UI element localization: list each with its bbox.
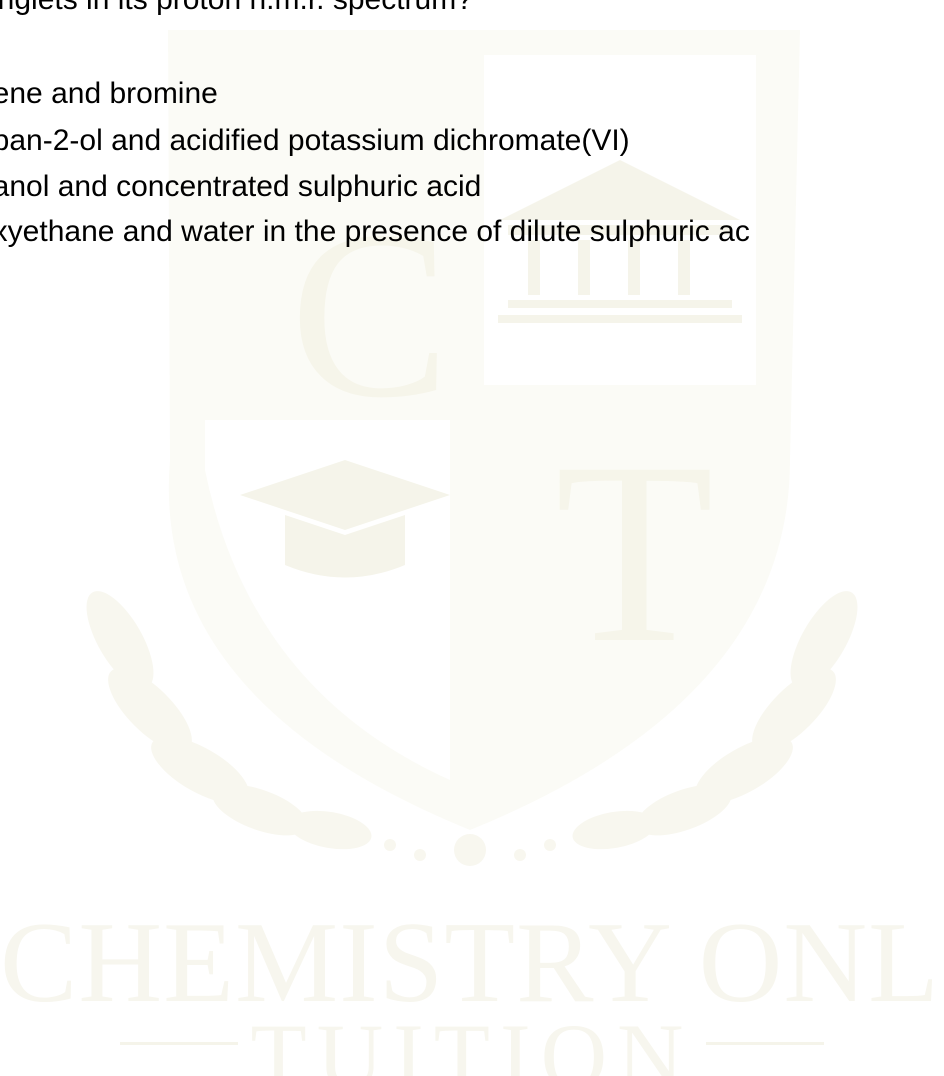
- building-icon: [484, 55, 756, 385]
- watermark-brand-subtitle: TUITION: [250, 1005, 694, 1076]
- option-line-3: hanol and concentrated sulphuric acid: [0, 170, 482, 203]
- laurel-icon: [86, 591, 858, 866]
- letter-c-mark: C: [290, 181, 450, 447]
- option-line-2: opan-2-ol and acidified potassium dichro…: [0, 124, 630, 157]
- graduation-cap-icon: [240, 460, 450, 578]
- letter-t-mark: T: [555, 409, 714, 697]
- option-line-4: oxyethane and water in the presence of d…: [0, 215, 750, 248]
- watermark-brand-title: CHEMISTRY ONLINE: [0, 899, 944, 1027]
- question-stem: singlets in its proton n.m.r. spectrum?: [0, 0, 473, 18]
- option-line-1: hene and bromine: [0, 77, 218, 110]
